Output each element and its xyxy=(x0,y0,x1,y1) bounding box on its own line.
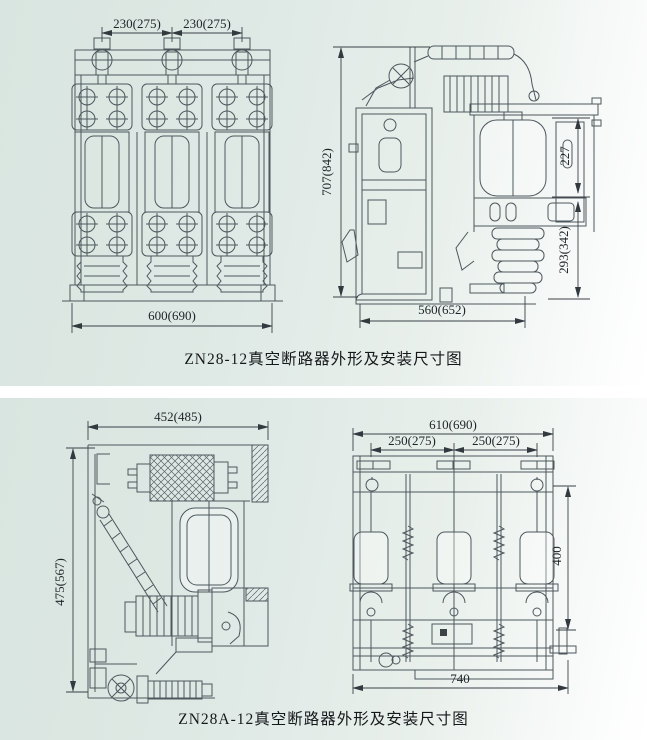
zn28a-12-side-view xyxy=(87,444,269,704)
dim-pole-spacing-left: 230(275) xyxy=(113,16,161,31)
dim-pole-spacing-right: 250(275) xyxy=(472,433,520,448)
dim-overall-width: 600(690) xyxy=(148,308,196,323)
pole-assembly xyxy=(211,37,273,293)
panel-separator xyxy=(0,386,647,398)
dim-overall-height: 707(842) xyxy=(319,148,334,196)
dim-lower-insulator-height: 293(342) xyxy=(556,226,571,274)
dim-pole-spacing-right: 230(275) xyxy=(183,16,231,31)
zn28a-12-caption: ZN28A-12真空断路器外形及安装尺寸图 xyxy=(178,711,469,728)
pole-column xyxy=(349,492,559,592)
zn28-12-panel: 230(275) 230(275) 600(690) 707(842) 227 … xyxy=(0,0,647,386)
zn28-12-side-view xyxy=(341,45,602,305)
dim-base-width: 740 xyxy=(450,671,470,686)
zn28a-12-dimension-lines xyxy=(66,421,576,694)
zn28-12-drawing: 230(275) 230(275) 600(690) 707(842) 227 … xyxy=(62,16,602,333)
zn28-12-dimension-lines xyxy=(71,27,590,333)
shaft-bearings xyxy=(359,591,549,617)
pole-assembly xyxy=(141,37,203,293)
zn28-12-front-view xyxy=(62,37,283,302)
dim-pole-spacing-left: 250(275) xyxy=(388,433,436,448)
dim-overall-depth: 560(652) xyxy=(418,302,466,317)
zn28a-12-drawing: 452(485) 475(567) 610(690) 250(275) 250(… xyxy=(52,409,577,704)
zn28-12-caption: ZN28-12真空断路器外形及安装尺寸图 xyxy=(184,351,463,368)
mounting-slots xyxy=(356,460,555,470)
lower-insulator xyxy=(491,227,545,294)
zn28a-12-panel: 452(485) 475(567) 610(690) 250(275) 250(… xyxy=(0,398,647,740)
zn28a-12-front-view xyxy=(349,455,577,680)
pole-assembly xyxy=(71,37,133,293)
dim-frame-height: 400 xyxy=(549,546,564,566)
dim-overall-width-side: 452(485) xyxy=(154,409,202,424)
dim-overall-width-front: 610(690) xyxy=(429,417,477,432)
dim-interrupter-height: 227 xyxy=(557,146,572,166)
dim-overall-height-side: 475(567) xyxy=(52,558,67,606)
